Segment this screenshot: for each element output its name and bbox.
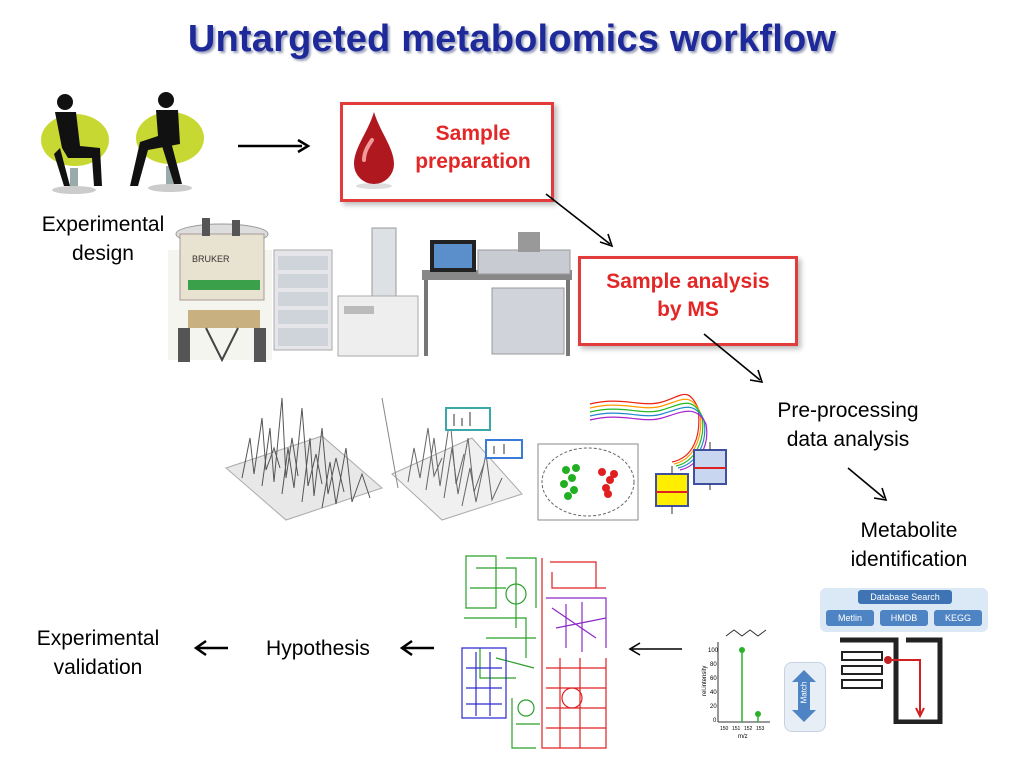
arrow-left-2-icon bbox=[399, 639, 434, 657]
database-search-header: Database Search bbox=[858, 590, 952, 604]
arrow-right-icon bbox=[238, 138, 311, 154]
spectrum-plot: rel.intensity 100 80 60 40 20 0 150 151 … bbox=[702, 629, 770, 740]
sample-preparation-label: Sample preparation bbox=[415, 122, 531, 173]
arrow-diag-3-icon bbox=[847, 467, 888, 502]
spectrum-xlabel: m/z bbox=[738, 734, 748, 740]
arrow-diag-2-icon bbox=[703, 333, 764, 384]
preprocessing-label: Pre-processing data analysis bbox=[777, 399, 919, 451]
instruments-image: BRUKER bbox=[168, 218, 572, 362]
page-title: Untargeted metabolomics workflow bbox=[187, 18, 837, 60]
match-arrow-icon bbox=[792, 670, 816, 722]
spectrum-xtick-151: 151 bbox=[732, 726, 741, 732]
arrow-left-3-icon bbox=[193, 639, 228, 657]
spectrum-ytick-100: 100 bbox=[708, 648, 719, 654]
database-item-metlin: Metlin bbox=[826, 610, 874, 626]
experimental-validation-label: Experimental validation bbox=[36, 627, 160, 679]
arrow-diag-1-icon bbox=[545, 193, 614, 248]
matching-schematic bbox=[840, 637, 943, 724]
spectrum-ytick-80: 80 bbox=[710, 662, 717, 668]
spectrum-ylabel: rel.intensity bbox=[702, 666, 708, 696]
database-item-hmdb: HMDB bbox=[880, 610, 928, 626]
experimental-design-label: Experimental design bbox=[41, 213, 165, 265]
people-icon bbox=[41, 92, 204, 194]
spectrum-ytick-20: 20 bbox=[710, 704, 717, 710]
sample-analysis-label: Sample analysis by MS bbox=[606, 270, 770, 321]
sample-analysis-box bbox=[578, 256, 798, 346]
svg-text:BRUKER: BRUKER bbox=[192, 254, 230, 264]
spectrum-xtick-152: 152 bbox=[744, 726, 753, 732]
spectrum-ytick-60: 60 bbox=[710, 676, 717, 682]
spectrum-xtick-153: 153 bbox=[756, 726, 765, 732]
pathway-map-image bbox=[456, 548, 618, 760]
spectrum-xtick-150: 150 bbox=[720, 726, 729, 732]
blood-drop-icon bbox=[354, 112, 394, 189]
hypothesis-label: Hypothesis bbox=[266, 637, 370, 660]
arrow-left-1-icon bbox=[628, 642, 682, 656]
spectrum-ytick-0: 0 bbox=[713, 718, 717, 724]
data-analysis-image bbox=[225, 393, 727, 521]
database-item-kegg: KEGG bbox=[934, 610, 982, 626]
spectrum-ytick-40: 40 bbox=[710, 690, 717, 696]
metabolite-identification-label: Metabolite identification bbox=[850, 519, 968, 571]
match-label: Match bbox=[799, 681, 809, 704]
